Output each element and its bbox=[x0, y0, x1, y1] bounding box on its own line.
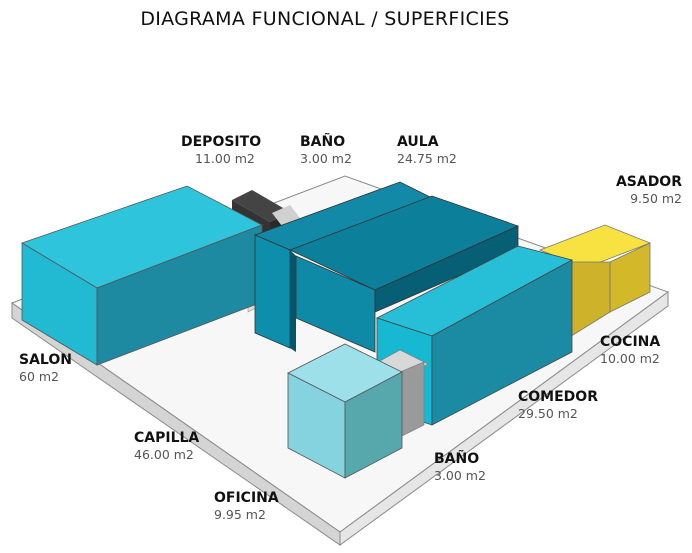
label-name: COCINA bbox=[600, 334, 661, 350]
label-name: OFICINA bbox=[214, 490, 279, 506]
label-capilla: CAPILLA 46.00 m2 bbox=[134, 430, 199, 462]
label-area: 10.00 m2 bbox=[600, 350, 660, 366]
label-area: 3.00 m2 bbox=[434, 467, 486, 483]
oficina-volume bbox=[287, 343, 403, 479]
aula-volume bbox=[288, 195, 520, 353]
diagram-title: DIAGRAMA FUNCIONAL / SUPERFICIES bbox=[140, 8, 510, 30]
label-name: ASADOR bbox=[615, 174, 682, 190]
label-name: COMEDOR bbox=[518, 389, 598, 405]
label-name: BAÑO bbox=[434, 451, 480, 467]
label-name: AULA bbox=[397, 134, 439, 150]
salon-volume bbox=[21, 185, 263, 366]
label-oficina: OFICINA 9.95 m2 bbox=[214, 490, 279, 522]
label-area: 9.95 m2 bbox=[214, 506, 266, 522]
label-name: CAPILLA bbox=[134, 430, 200, 446]
label-name: DEPOSITO bbox=[181, 134, 262, 150]
label-bano-top: BAÑO 3.00 m2 bbox=[300, 134, 352, 166]
label-name: SALON bbox=[19, 352, 72, 368]
asador-volume bbox=[538, 224, 652, 339]
label-area: 60 m2 bbox=[19, 368, 60, 384]
label-area: 46.00 m2 bbox=[134, 446, 194, 462]
bano-volume-top bbox=[253, 181, 434, 349]
label-area: 11.00 m2 bbox=[195, 150, 255, 166]
label-area: 29.50 m2 bbox=[518, 405, 578, 421]
label-area: 9.50 m2 bbox=[630, 190, 682, 206]
label-aula: AULA 24.75 m2 bbox=[397, 134, 457, 166]
label-area: 3.00 m2 bbox=[300, 150, 352, 166]
label-asador: ASADOR 9.50 m2 bbox=[616, 174, 682, 206]
label-salon: SALON 60 m2 bbox=[19, 352, 72, 384]
label-cocina: COCINA 10.00 m2 bbox=[600, 334, 660, 366]
label-name: BAÑO bbox=[300, 134, 346, 150]
label-comedor: COMEDOR 29.50 m2 bbox=[518, 389, 598, 421]
label-bano-bottom: BAÑO 3.00 m2 bbox=[434, 451, 486, 483]
label-deposito: DEPOSITO 11.00 m2 bbox=[181, 134, 261, 166]
label-area: 24.75 m2 bbox=[397, 150, 457, 166]
